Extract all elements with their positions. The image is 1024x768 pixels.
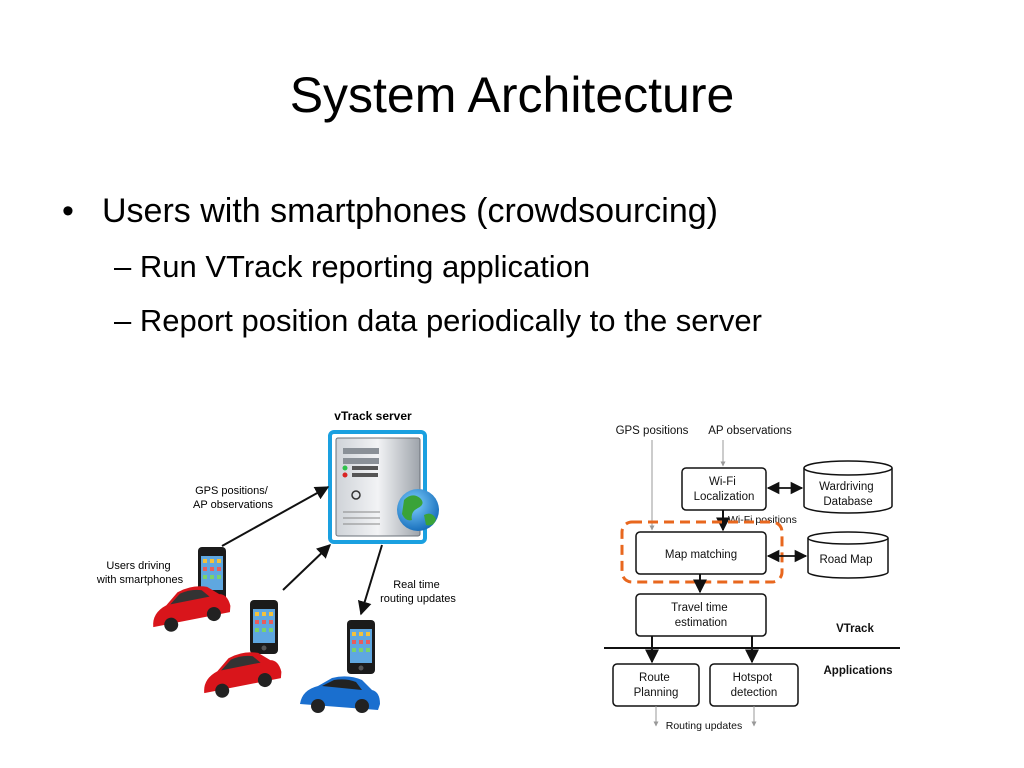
travel-time-box bbox=[635, 593, 767, 637]
wifi-localization-box bbox=[681, 467, 767, 511]
hotspot-detection-label: Hotspot detection bbox=[731, 672, 778, 699]
map-matching-label: Map matching bbox=[665, 549, 737, 561]
wardriving-database-label: Wardriving Database bbox=[819, 481, 877, 508]
gps-positions-input: GPS positions bbox=[616, 425, 689, 437]
smartphone-icon bbox=[250, 600, 278, 654]
users-label: Users driving with smartphones bbox=[96, 560, 184, 586]
routing-updates-label: Routing updates bbox=[666, 720, 742, 732]
vtrack-label: VTrack bbox=[836, 623, 874, 635]
travel-time-label: Travel time estimation bbox=[671, 602, 731, 629]
blue-car-icon bbox=[300, 676, 380, 713]
bullet-main-text: Users with smartphones (crowdsourcing) bbox=[102, 192, 718, 230]
road-map-label: Road Map bbox=[819, 554, 872, 566]
sub-bullet-1-text: Run VTrack reporting application bbox=[139, 249, 591, 284]
hotspot-detection-box bbox=[709, 663, 799, 707]
smartphone-icon bbox=[347, 620, 375, 674]
wifi-positions-label: Wi-Fi positions bbox=[728, 514, 797, 526]
bullet-list: • Users with smartphones (crowdsourcing)… bbox=[62, 192, 762, 339]
globe-icon bbox=[397, 489, 439, 531]
downlink-arrow bbox=[357, 544, 383, 616]
uplink-label: GPS positions/ AP observations bbox=[193, 485, 273, 511]
dash-glyph: – bbox=[114, 249, 132, 284]
uplink-arrow-2 bbox=[282, 544, 332, 591]
bullet-glyph: • bbox=[62, 192, 74, 230]
uplink-arrow-1 bbox=[221, 486, 330, 547]
sub-bullet-2-text: Report position data periodically to the… bbox=[139, 303, 762, 338]
red-car-icon bbox=[204, 652, 282, 698]
route-planning-label: Route Planning bbox=[634, 672, 679, 699]
right-diagram: GPS positions AP observations Wi-Fi Loca… bbox=[604, 425, 900, 732]
left-diagram: vTrack server GPS positions/ A bbox=[96, 409, 456, 713]
bullet-main: • Users with smartphones (crowdsourcing) bbox=[62, 192, 762, 231]
wifi-localization-label: Wi-Fi Localization bbox=[694, 476, 755, 503]
route-planning-box bbox=[612, 663, 700, 707]
road-map-database-icon bbox=[807, 531, 889, 579]
dash-glyph: – bbox=[114, 303, 132, 338]
slide-title: System Architecture bbox=[289, 67, 735, 123]
red-car-icon bbox=[153, 586, 231, 632]
sub-bullet-2: – Report position data periodically to t… bbox=[114, 303, 762, 339]
sub-bullet-1: – Run VTrack reporting application bbox=[114, 249, 762, 285]
applications-label: Applications bbox=[823, 665, 892, 677]
wardriving-database-icon bbox=[803, 460, 893, 514]
downlink-label: Real time routing updates bbox=[380, 579, 456, 605]
server-label: vTrack server bbox=[334, 409, 412, 423]
ap-observations-input: AP observations bbox=[708, 425, 792, 437]
